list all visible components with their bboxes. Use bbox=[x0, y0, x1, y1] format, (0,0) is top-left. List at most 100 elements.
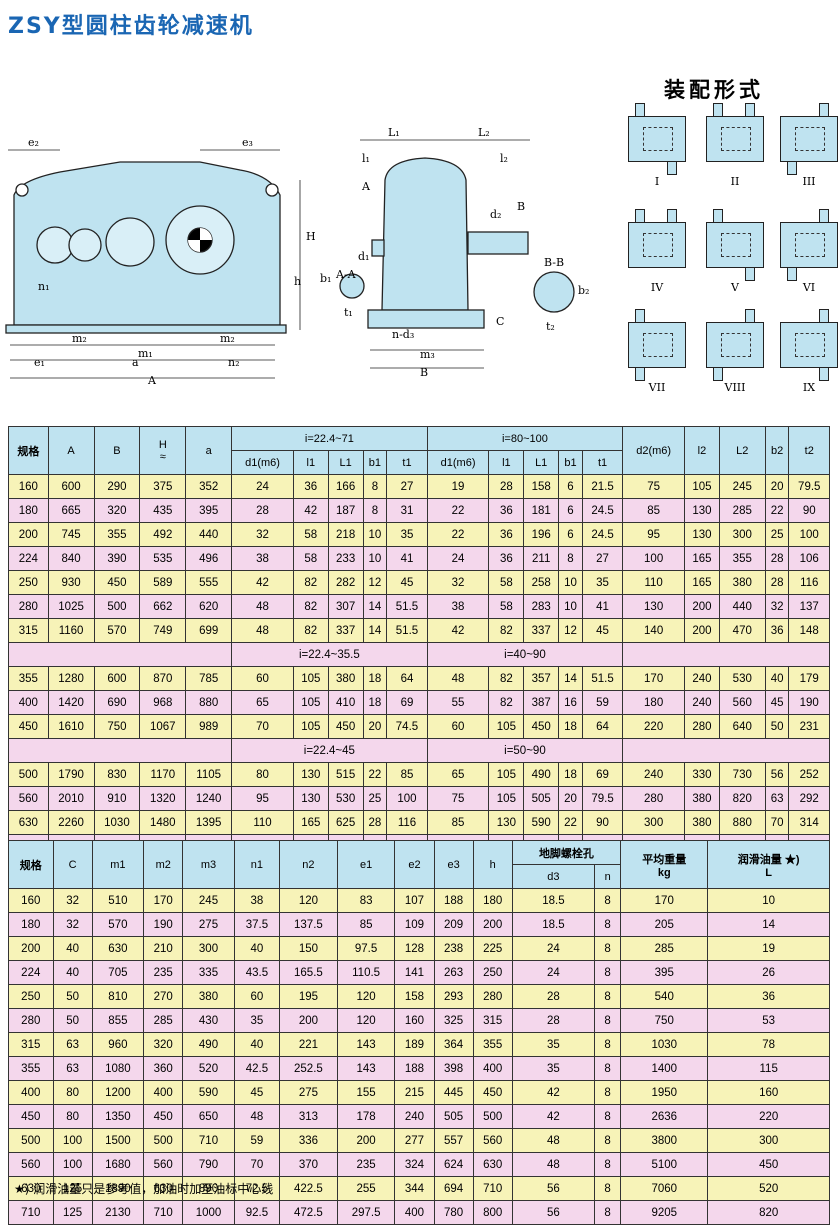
table-cell: 285 bbox=[718, 498, 766, 523]
table-cell: 63 bbox=[52, 1056, 93, 1081]
table-cell: 1395 bbox=[185, 810, 233, 835]
table-cell: 19 bbox=[426, 474, 490, 499]
table-cell: 2636 bbox=[620, 1104, 709, 1129]
header-d2: d2(m6) bbox=[622, 426, 686, 475]
header-C: C bbox=[52, 840, 93, 889]
table-cell: 12 bbox=[558, 618, 583, 643]
table-cell: 178 bbox=[336, 1104, 396, 1129]
table-cell: 400 bbox=[472, 1056, 513, 1081]
table-cell: 143 bbox=[336, 1056, 396, 1081]
table-cell: 24.5 bbox=[581, 522, 624, 547]
table-cell: 58 bbox=[292, 546, 329, 571]
table-cell: 35 bbox=[233, 1008, 281, 1033]
table-cell: 505 bbox=[523, 786, 560, 811]
table-cell: 315 bbox=[8, 1032, 54, 1057]
table-cell: 745 bbox=[47, 522, 95, 547]
table-cell: 56 bbox=[764, 762, 790, 787]
header-n2: n2 bbox=[279, 840, 338, 889]
assembly-form-6: VI bbox=[780, 209, 838, 294]
table-cell: 694 bbox=[433, 1176, 474, 1201]
table-cell: 130 bbox=[292, 786, 329, 811]
table-cell: 79.5 bbox=[581, 786, 624, 811]
table-cell: 250 bbox=[8, 570, 49, 595]
header-l2: l2 bbox=[684, 426, 720, 475]
table-cell: 105 bbox=[488, 714, 525, 739]
table-cell: 250 bbox=[472, 960, 513, 985]
table-cell: 120 bbox=[336, 1008, 396, 1033]
table-cell: 360 bbox=[143, 1056, 184, 1081]
table-cell: 6 bbox=[558, 498, 583, 523]
table-cell: 492 bbox=[139, 522, 187, 547]
table-cell: 665 bbox=[47, 498, 95, 523]
subheader-cell: l1 bbox=[488, 450, 525, 475]
table-cell: 560 bbox=[143, 1152, 184, 1177]
table-cell: 36 bbox=[292, 474, 329, 499]
header-n1: n1 bbox=[233, 840, 281, 889]
table-cell: 1000 bbox=[182, 1200, 235, 1225]
table-cell: 352 bbox=[185, 474, 233, 499]
table-cell: 42 bbox=[426, 618, 490, 643]
table-cell: 344 bbox=[394, 1176, 435, 1201]
table-cell: 450 bbox=[8, 1104, 54, 1129]
table-cell: 85 bbox=[426, 810, 490, 835]
table-cell: 109 bbox=[394, 912, 435, 937]
assembly-form-7: VII bbox=[628, 309, 686, 394]
table-cell: 40 bbox=[764, 666, 790, 691]
table-cell: 2010 bbox=[47, 786, 95, 811]
table-cell: 63 bbox=[52, 1032, 93, 1057]
table-cell: 589 bbox=[139, 570, 187, 595]
table-cell: 1067 bbox=[139, 714, 187, 739]
table-cell: 280 bbox=[8, 594, 49, 619]
table-cell: 51.5 bbox=[386, 594, 428, 619]
table-cell: 28 bbox=[511, 984, 596, 1009]
table-cell: 82 bbox=[292, 618, 329, 643]
table-cell: 790 bbox=[182, 1152, 235, 1177]
table-cell: 51.5 bbox=[386, 618, 428, 643]
table-cell: 196 bbox=[523, 522, 560, 547]
table-cell: 28 bbox=[764, 546, 790, 571]
ratio-b-label: i=50~90 bbox=[426, 738, 624, 763]
table-cell: 220 bbox=[707, 1104, 830, 1129]
table-cell: 18.5 bbox=[511, 888, 596, 913]
table-cell: 440 bbox=[185, 522, 233, 547]
table-cell: 8 bbox=[594, 1008, 622, 1033]
table-cell: 80 bbox=[52, 1104, 93, 1129]
table-cell: 14 bbox=[362, 594, 388, 619]
table-cell: 165.5 bbox=[279, 960, 338, 985]
table-cell: 32 bbox=[52, 912, 93, 937]
table-cell: 1030 bbox=[620, 1032, 709, 1057]
svg-text:L₁: L₁ bbox=[388, 126, 400, 139]
header-ratio-b: i=80~100 bbox=[426, 426, 624, 451]
table-cell: 48 bbox=[511, 1128, 596, 1153]
table-cell: 224 bbox=[8, 546, 49, 571]
table-cell: 32 bbox=[426, 570, 490, 595]
table-cell: 140 bbox=[622, 618, 686, 643]
table-cell: 28 bbox=[362, 810, 388, 835]
table-cell: 64 bbox=[386, 666, 428, 691]
table-cell: 116 bbox=[788, 570, 830, 595]
table-cell: 1160 bbox=[47, 618, 95, 643]
subheader-cell: b1 bbox=[558, 450, 583, 475]
table-cell: 200 bbox=[8, 936, 54, 961]
table-cell: 820 bbox=[718, 786, 766, 811]
table-cell: 60 bbox=[233, 984, 281, 1009]
table-cell: 282 bbox=[327, 570, 364, 595]
table-cell: 1030 bbox=[93, 810, 141, 835]
table-cell: 380 bbox=[327, 666, 364, 691]
table-cell: 335 bbox=[182, 960, 235, 985]
table-cell: 1480 bbox=[139, 810, 187, 835]
svg-text:m₃: m₃ bbox=[420, 348, 435, 361]
table-cell: 280 bbox=[8, 1008, 54, 1033]
table-cell: 90 bbox=[788, 498, 830, 523]
table-cell: 325 bbox=[433, 1008, 474, 1033]
header-e3: e3 bbox=[433, 840, 474, 889]
subheader-cell: l1 bbox=[292, 450, 329, 475]
table-cell: 200 bbox=[279, 1008, 338, 1033]
header-B: B bbox=[93, 426, 141, 475]
